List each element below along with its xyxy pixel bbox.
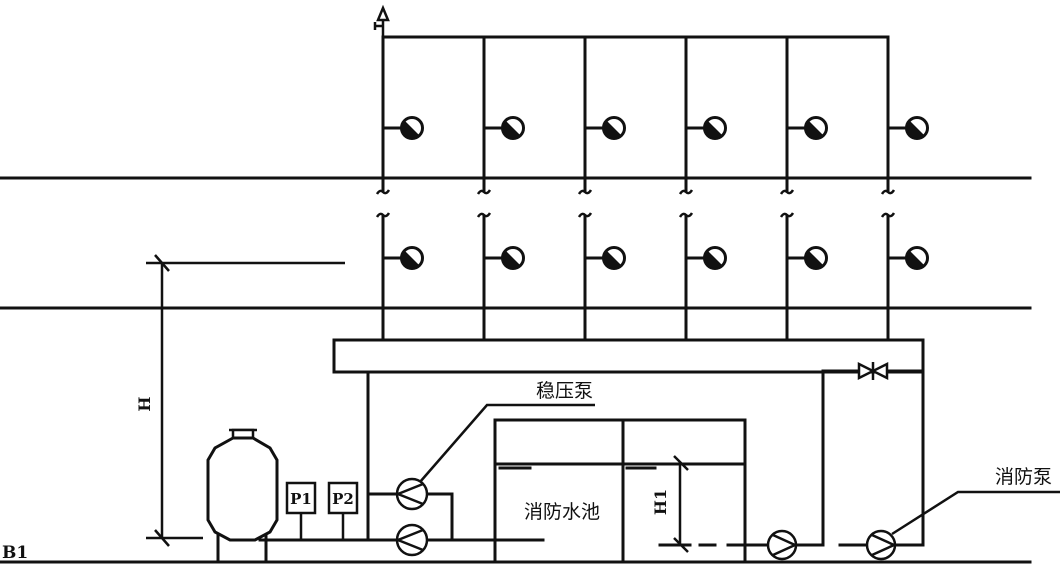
fire-pump-leader [891, 490, 1060, 536]
air-vent-icon [373, 4, 390, 37]
pipe-break-mark [476, 212, 492, 218]
pipe-break-mark [678, 189, 694, 195]
fire-pump-1-icon [766, 529, 799, 561]
h1-label: H1 [651, 489, 670, 515]
fire-hydrant-icon [684, 116, 727, 140]
h-dimension [146, 254, 345, 547]
fire-hydrant-icon [583, 116, 626, 140]
fire-hydrant-icon [684, 246, 727, 270]
regulator-pump-leader [419, 403, 595, 483]
pipe-break-mark [779, 212, 795, 218]
pipe-break-mark [880, 189, 896, 195]
regulator-pump-label: 稳压泵 [536, 380, 593, 402]
pressure-tank-icon [206, 428, 279, 564]
pipe-break-mark [476, 189, 492, 195]
gauge-p1-label: P1 [290, 490, 312, 508]
regulator-pump-1-icon [394, 477, 429, 511]
pipe-break-mark [577, 212, 593, 218]
fire-pool-label: 消防水池 [524, 501, 600, 523]
pipe-break-mark [375, 189, 391, 195]
fire-hydrant-icon [785, 116, 828, 140]
fire-hydrant-icon [482, 116, 525, 140]
fire-hydrant-icon [886, 116, 929, 140]
fire-hydrant-icon [482, 246, 525, 270]
floor-b1-label: B1 [2, 543, 28, 563]
h1-dimension [673, 455, 689, 553]
ring-main-box [332, 338, 925, 374]
fire-hydrant-icon [785, 246, 828, 270]
gauge-p2-label: P2 [332, 490, 354, 508]
pressure-gauge-p1 [285, 481, 317, 540]
fire-hydrant-icon [381, 246, 424, 270]
fire-hydrant-icon [886, 246, 929, 270]
pipe-break-mark [375, 212, 391, 218]
regulator-pump-2-icon [394, 523, 429, 557]
fire-hydrant-icon [381, 116, 424, 140]
h-label: H [135, 396, 154, 411]
pipe-break-mark [779, 189, 795, 195]
fire-pump-2-icon [865, 529, 898, 561]
fire-pump-label: 消防泵 [995, 466, 1052, 488]
gate-valve-icon [857, 361, 889, 381]
pipe-break-mark [678, 212, 694, 218]
fire-pool [493, 418, 747, 564]
pressure-gauge-p2 [327, 481, 359, 540]
pipe-break-mark [880, 212, 896, 218]
fire-hydrant-icon [583, 246, 626, 270]
pipe-break-mark [577, 189, 593, 195]
